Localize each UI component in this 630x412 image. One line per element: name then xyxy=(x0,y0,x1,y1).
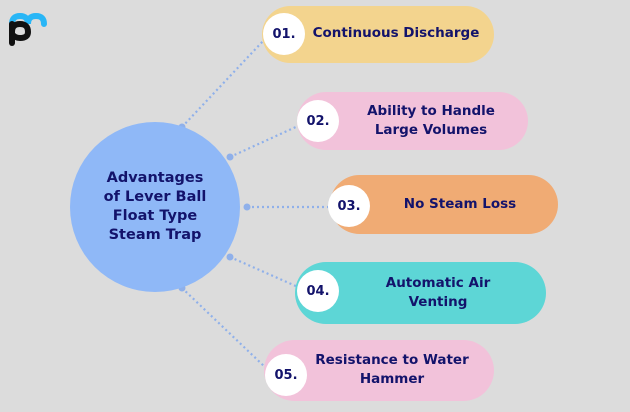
item-label-line: Venting xyxy=(408,294,468,310)
hub-circle: Advantages of Lever Ball Float Type Stea… xyxy=(70,122,240,292)
item-label-line: Continuous Discharge xyxy=(312,25,480,41)
item-number-badge: 01. xyxy=(263,13,305,55)
connector-dot xyxy=(226,253,234,261)
advantage-item-3: 03. No Steam Loss xyxy=(328,175,558,234)
hub-title: Advantages of Lever Ball Float Type Stea… xyxy=(95,169,215,245)
item-number-badge: 02. xyxy=(297,100,339,142)
advantage-item-1: 01. Continuous Discharge xyxy=(262,6,494,63)
connector-dot xyxy=(243,203,251,211)
item-label: No Steam Loss xyxy=(370,195,550,214)
pm-logo-icon xyxy=(9,12,47,46)
item-label-line: Automatic Air xyxy=(385,275,491,291)
item-label-line: Large Volumes xyxy=(374,122,488,138)
item-number-badge: 04. xyxy=(297,270,339,312)
advantage-item-2: 02. Ability to Handle Large Volumes xyxy=(297,92,528,150)
hub-line: of Lever Ball xyxy=(103,189,207,205)
hub-line: Float Type xyxy=(112,208,198,224)
item-label-line: Ability to Handle xyxy=(367,103,495,119)
hub-line: Steam Trap xyxy=(108,227,202,243)
item-label: Ability to Handle Large Volumes xyxy=(341,102,521,140)
item-label: Resistance to Water Hammer xyxy=(294,351,490,389)
advantage-item-4: 04. Automatic Air Venting xyxy=(295,262,546,324)
item-number-badge: 05. xyxy=(265,354,307,396)
item-label: Continuous Discharge xyxy=(306,24,486,43)
item-label-line: No Steam Loss xyxy=(403,196,517,212)
advantage-item-5: 05. Resistance to Water Hammer xyxy=(264,340,494,401)
item-label: Automatic Air Venting xyxy=(343,274,533,312)
item-number-badge: 03. xyxy=(328,185,370,227)
connector-dot xyxy=(226,153,234,161)
item-label-line: Resistance to Water xyxy=(315,352,469,368)
hub-line: Advantages xyxy=(106,170,204,186)
item-label-line: Hammer xyxy=(359,371,425,387)
